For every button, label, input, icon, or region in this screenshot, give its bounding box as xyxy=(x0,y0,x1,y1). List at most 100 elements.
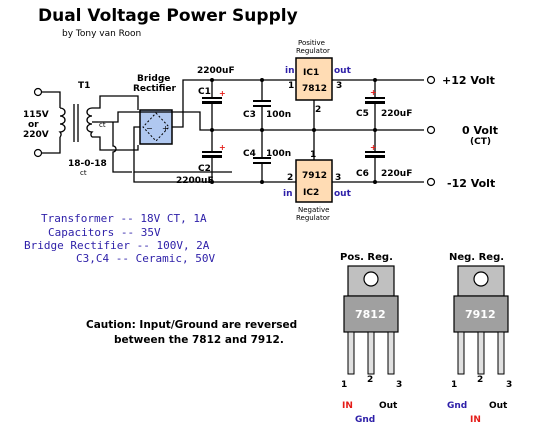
neg-reg-body xyxy=(453,295,509,333)
page-title: Dual Voltage Power Supply xyxy=(38,6,298,26)
mains-input: 115V or 220V xyxy=(23,87,61,158)
neg-reg-pin1-func: Gnd xyxy=(447,401,467,411)
c3-label: C3 xyxy=(243,110,256,120)
neg-reg-mount-hole xyxy=(473,271,489,287)
center-tap-label: ct xyxy=(99,121,106,129)
c6-value: 220uF xyxy=(381,169,412,179)
spec-c3c4: C3,C4 -- Ceramic, 50V xyxy=(76,252,215,265)
c3-value: 100n xyxy=(266,110,291,120)
pos-reg-pin3: 3 xyxy=(396,380,402,390)
neg-output-label: -12 Volt xyxy=(447,177,495,190)
svg-text:+: + xyxy=(370,88,377,97)
input-voltage-line2: or xyxy=(28,120,39,130)
pos-reg-body xyxy=(343,295,399,333)
c3-capacitor: C3 100n xyxy=(243,80,291,130)
ic1-pin2: 2 xyxy=(315,105,321,115)
neg-reg-pin2-func: IN xyxy=(470,415,481,425)
ic2-pin2: 2 xyxy=(287,173,293,183)
c5-value: 220uF xyxy=(381,109,412,119)
caution-line2: between the 7812 and 7912. xyxy=(114,334,284,346)
neg-output-terminal xyxy=(426,177,436,187)
bridge-label-line1: Bridge xyxy=(137,74,170,84)
neg-reg-pin2: 2 xyxy=(477,375,483,385)
ic1-regulator: Positive Regulator IC1 7812 out 1 3 2 xyxy=(288,39,352,115)
input-voltage-line1: 115V xyxy=(23,110,49,120)
c1-capacitor: + C1 xyxy=(198,80,226,130)
c5-capacitor: + C5 220uF xyxy=(356,80,412,130)
spec-capacitors: Capacitors -- 35V xyxy=(48,226,161,239)
spec-bridge: Bridge Rectifier -- 100V, 2A xyxy=(24,239,210,252)
c5-label: C5 xyxy=(356,109,369,119)
ic2-in-label: in xyxy=(283,189,293,199)
c6-label: C6 xyxy=(356,169,369,179)
zero-output-label: 0 Volt xyxy=(462,124,498,137)
pos-reg-mount-hole xyxy=(363,271,379,287)
svg-text:+: + xyxy=(219,89,226,98)
transformer-rating: 18-0-18 xyxy=(68,159,107,169)
ic1-top-label1: Positive xyxy=(298,39,325,47)
spec-list: Transformer -- 18V CT, 1A Capacitors -- … xyxy=(24,212,215,265)
c4-label: C4 xyxy=(243,149,256,159)
bridge-rectifier: Bridge Rectifier − + xyxy=(133,74,177,145)
ic1-pin3: 3 xyxy=(336,81,342,91)
pos-output-terminal xyxy=(426,75,436,85)
spec-transformer: Transformer -- 18V CT, 1A xyxy=(41,212,207,225)
pos-reg-package: Pos. Reg. 7812 1 2 3 IN Gnd Out xyxy=(340,252,402,425)
neg-reg-title: Neg. Reg. xyxy=(449,252,504,263)
bridge-plus: + xyxy=(162,124,169,133)
c4-value: 100n xyxy=(266,149,291,159)
primary-winding xyxy=(58,107,66,138)
neg-reg-pin3-func: Out xyxy=(489,401,508,411)
ic1-out-label: out xyxy=(334,66,352,76)
pos-reg-pins xyxy=(347,331,395,375)
secondary-winding xyxy=(86,107,94,138)
pos-reg-pin3-func: Out xyxy=(379,401,398,411)
svg-text:+: + xyxy=(219,143,226,152)
ic1-part: 7812 xyxy=(302,84,327,94)
ic1-ref: IC1 xyxy=(303,68,319,78)
ct-output-label: (CT) xyxy=(470,137,491,147)
ic2-body xyxy=(295,159,333,203)
ic2-pin1: 1 xyxy=(310,150,316,160)
pos-reg-title: Pos. Reg. xyxy=(340,252,393,263)
neg-reg-pin3: 3 xyxy=(506,380,512,390)
c1-label: C1 xyxy=(198,87,211,97)
ic1-body xyxy=(295,57,333,101)
ic2-bottom-label2: Regulator xyxy=(296,214,330,222)
pos-reg-pin2: 2 xyxy=(367,375,373,385)
neg-reg-pins xyxy=(457,331,505,375)
pos-output-label: +12 Volt xyxy=(442,74,495,87)
bridge-diamond xyxy=(142,112,170,142)
c6-capacitor: + C6 220uF xyxy=(356,130,412,182)
ic2-pin3: 3 xyxy=(335,173,341,183)
c2-label: C2 xyxy=(198,164,211,174)
ic2-bottom-label1: Negative xyxy=(298,206,329,214)
ic2-out-label: out xyxy=(334,189,352,199)
zero-output-terminal xyxy=(426,125,436,135)
neg-reg-pin1: 1 xyxy=(451,380,457,390)
pos-reg-pin2-func: Gnd xyxy=(355,415,375,425)
ic2-part: 7912 xyxy=(302,171,327,181)
transformer-rating-ct: ct xyxy=(80,169,87,177)
pos-reg-pin1: 1 xyxy=(341,380,347,390)
author-credit: by Tony van Roon xyxy=(62,29,141,39)
ic1-in-label: in xyxy=(285,66,295,76)
input-terminal-bottom xyxy=(33,148,43,158)
svg-text:+: + xyxy=(370,143,377,152)
ic2-regulator: 7912 IC2 1 2 3 in out Negative Regulator xyxy=(283,150,352,222)
neg-reg-package: Neg. Reg. 7912 1 2 3 Gnd IN Out xyxy=(447,252,512,425)
pos-reg-pin1-func: IN xyxy=(342,401,353,411)
ic2-ref: IC2 xyxy=(303,188,319,198)
bridge-label-line2: Rectifier xyxy=(133,84,177,94)
transformer-label: T1 xyxy=(78,81,90,91)
pos-reg-part: 7812 xyxy=(355,308,386,321)
transformer-t1: T1 ct 18-0-18 ct xyxy=(58,81,107,177)
c4-capacitor: C4 100n xyxy=(243,130,291,182)
ic1-pin1: 1 xyxy=(288,81,294,91)
c2-capacitor: + C2 xyxy=(198,130,226,182)
input-terminal-top xyxy=(33,87,43,97)
c1-value: 2200uF xyxy=(197,66,235,76)
caution-line1: Caution: Input/Ground are reversed xyxy=(86,319,297,331)
bridge-minus: − xyxy=(146,124,153,133)
